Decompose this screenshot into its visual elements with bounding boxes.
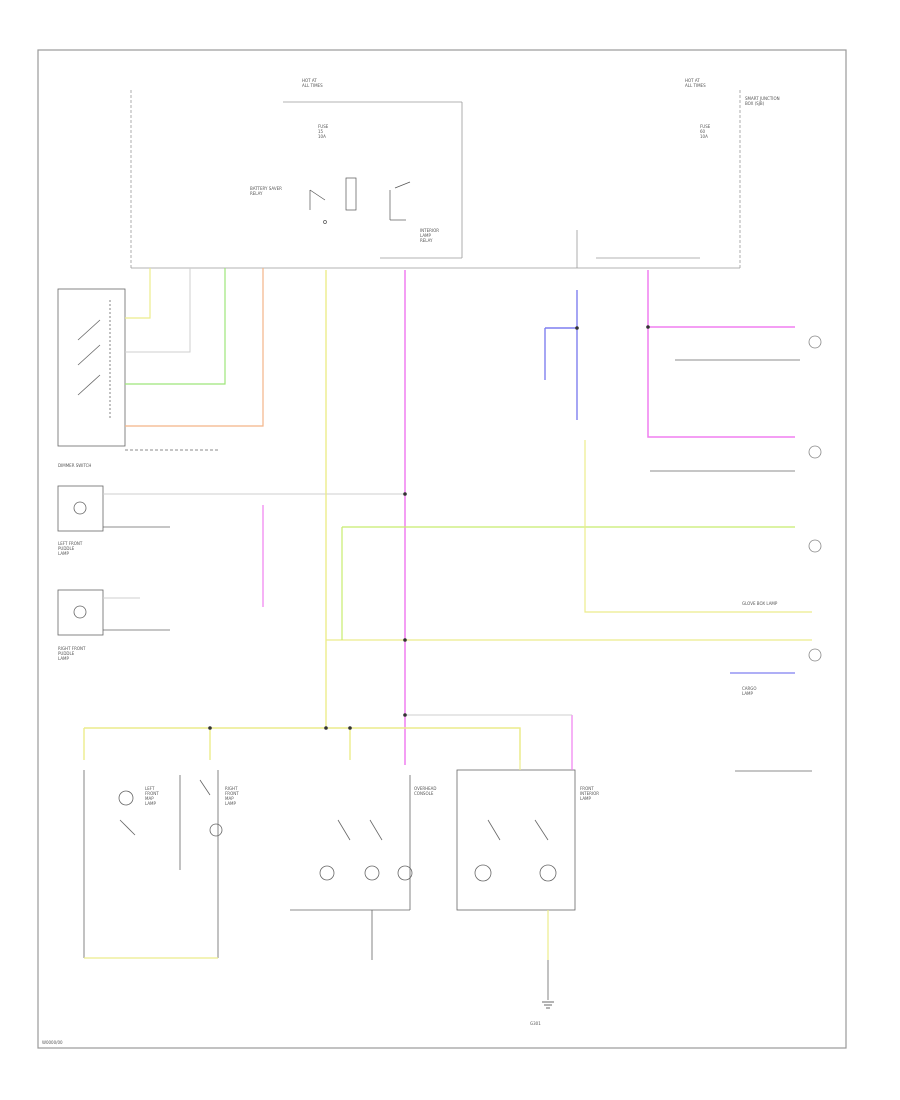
wire-magenta-right-1	[647, 270, 795, 438]
left-front-puddle-lamp	[57, 485, 104, 532]
glove-box-lamp-label: GLOVE BOX LAMP	[742, 601, 778, 606]
splice-points	[208, 325, 650, 730]
glove-box-lamp-icon	[808, 539, 822, 553]
diagram-frame	[37, 49, 847, 1049]
dimmer-switch	[57, 288, 126, 447]
wire-yellow-right	[584, 440, 812, 613]
door-lamp-icon	[808, 335, 822, 349]
wire-gray-dimmer	[125, 268, 191, 353]
ground-symbol-icon	[542, 1001, 554, 1009]
battery-saver-relay	[309, 177, 357, 224]
wire-orange-dimmer	[125, 268, 264, 427]
footer-code: W0000/00	[42, 1040, 63, 1045]
right-front-puddle-lamp	[57, 589, 104, 636]
wire-green-dimmer	[125, 268, 226, 385]
door-lamp-icon	[808, 445, 822, 459]
interior-lamp-relay	[389, 181, 411, 221]
wire-yellow-bus	[84, 727, 521, 760]
cargo-lamp-icon	[808, 648, 822, 662]
front-interior-lamp	[456, 769, 576, 911]
dimmer-switch-label: DIMMER SWITCH	[58, 463, 91, 468]
smart-junction-box	[130, 90, 741, 269]
wire-yellow-dimmer	[125, 268, 151, 319]
ground-point-label: G301	[530, 1021, 541, 1026]
overhead-console	[290, 775, 413, 960]
